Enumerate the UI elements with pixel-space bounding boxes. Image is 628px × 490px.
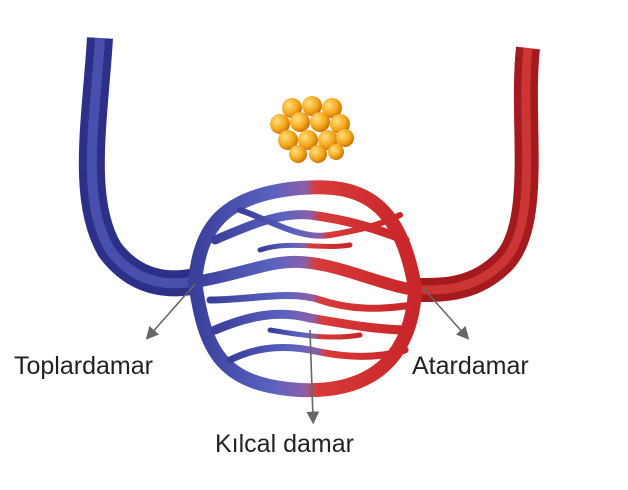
capillary-label: Kılcal damar [215, 430, 354, 458]
artery-label: Atardamar [412, 352, 529, 380]
vein-label: Toplardamar [14, 352, 153, 380]
artery-pointer-arrow [422, 287, 470, 340]
capillary-pointer-arrow [306, 329, 320, 425]
tissue-cells [270, 96, 354, 163]
capillary-network [188, 180, 422, 398]
vein-pointer-arrow [145, 283, 196, 340]
